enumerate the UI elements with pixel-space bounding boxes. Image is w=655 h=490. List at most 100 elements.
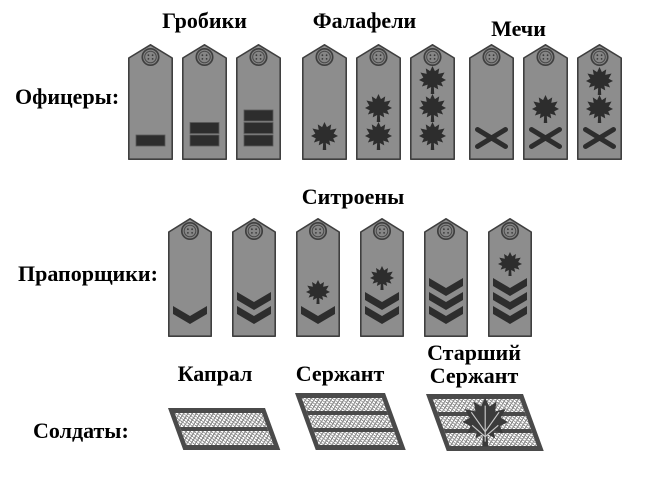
shoulder-board-graphic: [168, 218, 213, 337]
button-icon: [308, 221, 328, 241]
maple-leaf-icon: [311, 122, 338, 150]
shoulder-board-graphic: [469, 44, 515, 160]
crossed-swords-icon: [529, 127, 562, 149]
maple-leaf-icon: [365, 122, 392, 150]
shoulder-board-graphic: [523, 44, 569, 160]
shoulder-board-graphic: [302, 44, 348, 160]
badge-title: Капрал: [177, 361, 253, 386]
button-icon: [195, 47, 214, 67]
chevron-icon: [429, 278, 463, 296]
chevron-icon: [493, 278, 527, 296]
officers-row-label: Офицеры:: [15, 84, 120, 109]
officer-rank-group: Мечи: [469, 0, 623, 170]
chevron-icon: [493, 306, 527, 324]
chevron-icon: [365, 306, 399, 324]
bar-icon: [243, 109, 274, 122]
maple-leaf-icon: [419, 66, 446, 94]
shoulder-board-graphic: [488, 218, 533, 337]
chevron-icon: [429, 306, 463, 324]
shoulder-board: [236, 44, 282, 160]
badge-stripe: [181, 431, 274, 445]
boards-row: [128, 44, 282, 160]
shoulder-board: [302, 44, 348, 160]
shoulder-board: [168, 218, 213, 337]
maple-leaf-icon: [365, 94, 392, 122]
chevron-icon: [237, 292, 271, 310]
shoulder-board: [128, 44, 174, 160]
board-shape: [488, 218, 533, 337]
button-icon: [423, 47, 442, 67]
button-icon: [180, 221, 200, 241]
shoulder-board: [360, 218, 405, 337]
crossed-swords-icon: [475, 127, 508, 149]
maple-leaf-icon: [586, 95, 613, 123]
maple-leaf-icon: [370, 266, 394, 290]
shoulder-board: [410, 44, 456, 160]
button-icon: [482, 47, 501, 67]
board-shape: [168, 218, 213, 337]
warrant-boards-row: [168, 218, 533, 337]
badge-title: Сержант: [295, 361, 385, 386]
board-shape: [128, 44, 174, 160]
shoulder-board: [577, 44, 623, 160]
officer-rank-group: Фалафели: [302, 0, 456, 170]
button-icon: [372, 221, 392, 241]
chevron-icon: [173, 306, 207, 324]
maple-leaf-icon: [419, 94, 446, 122]
bar-icon: [189, 122, 220, 134]
shoulder-board-graphic: [356, 44, 402, 160]
rank-badge: [168, 408, 281, 450]
chevron-icon: [365, 292, 399, 310]
boards-row: [469, 44, 623, 160]
shoulder-board: [523, 44, 569, 160]
crossed-swords-icon: [583, 127, 616, 149]
shoulder-board: [296, 218, 341, 337]
shoulder-board-graphic: [410, 44, 456, 160]
group-title: Фалафели: [312, 8, 417, 33]
bar-icon: [243, 134, 274, 147]
board-shape: [232, 218, 277, 337]
maple-leaf-icon: [586, 67, 613, 95]
shoulder-board-graphic: [577, 44, 623, 160]
button-icon: [141, 47, 160, 67]
soldiers-row-label: Солдаты:: [33, 418, 129, 443]
badge-stripe: [301, 398, 387, 411]
button-icon: [369, 47, 388, 67]
shoulder-board: [182, 44, 228, 160]
chevron-icon: [493, 292, 527, 310]
chevron-icon: [237, 306, 271, 324]
badge-title: Старший Сержант: [427, 340, 521, 389]
shoulder-board-graphic: [236, 44, 282, 160]
shoulder-board-graphic: [232, 218, 277, 337]
maple-leaf-icon: [306, 280, 330, 304]
group-title: Мечи: [491, 16, 546, 41]
warrant-row-label: Прапорщики:: [18, 261, 158, 286]
shoulder-board-graphic: [424, 218, 469, 337]
chevron-icon: [429, 292, 463, 310]
group-title: Гробики: [162, 8, 247, 33]
rank-badge: [426, 394, 544, 451]
bar-icon: [135, 134, 166, 147]
officer-rank-group: Гробики: [128, 0, 282, 170]
shoulder-board-graphic: [128, 44, 174, 160]
maple-leaf-icon: [532, 95, 559, 123]
shoulder-board: [232, 218, 277, 337]
shoulder-board-graphic: [360, 218, 405, 337]
warrant-group-title: Ситроены: [301, 184, 405, 209]
badge-stripe: [174, 413, 267, 427]
maple-leaf-icon: [461, 397, 508, 447]
button-icon: [315, 47, 334, 67]
maple-leaf-icon: [419, 122, 446, 150]
bar-icon: [189, 134, 220, 147]
rank-badge: [295, 393, 406, 450]
shoulder-board: [469, 44, 515, 160]
button-icon: [249, 47, 268, 67]
bar-icon: [243, 122, 274, 134]
shoulder-board: [356, 44, 402, 160]
chevron-icon: [301, 306, 335, 324]
shoulder-board: [424, 218, 469, 337]
button-icon: [590, 47, 609, 67]
boards-row: [302, 44, 456, 160]
board-shape: [424, 218, 469, 337]
